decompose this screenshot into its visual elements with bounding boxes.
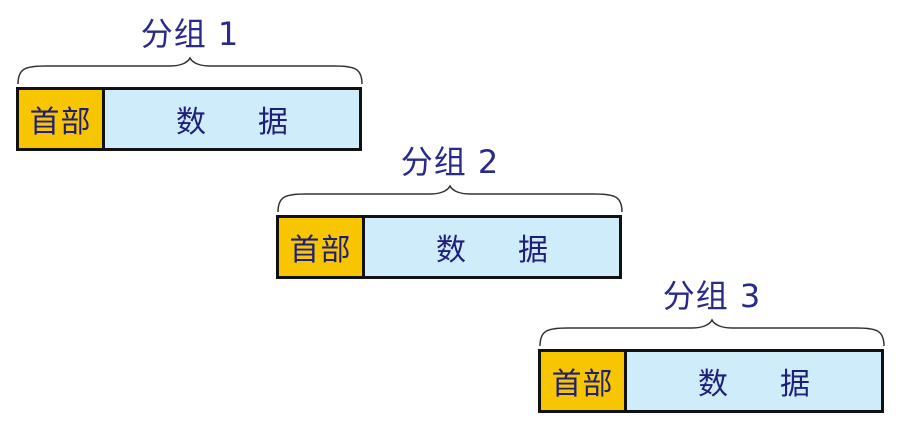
packet-group-2: 分组 2 首部 数据 (276, 140, 624, 285)
packet-label: 分组 3 (662, 277, 762, 315)
packet-label: 分组 2 (400, 143, 500, 181)
packet-header: 首部 (279, 218, 365, 276)
packet-data: 数据 (105, 90, 359, 148)
curly-brace-icon (277, 184, 623, 213)
packet-frame: 首部 数据 (16, 87, 362, 151)
packet-header: 首部 (541, 352, 627, 410)
packet-data-text: 数据 (436, 233, 600, 268)
packet-data: 数据 (627, 352, 881, 410)
packet-label: 分组 1 (140, 15, 240, 53)
packet-frame: 首部 数据 (538, 349, 884, 413)
packet-frame: 首部 数据 (276, 215, 622, 279)
packet-group-3: 分组 3 首部 数据 (538, 274, 886, 419)
packet-data: 数据 (365, 218, 619, 276)
packet-group-1: 分组 1 首部 数据 (16, 12, 364, 157)
curly-brace-icon (539, 318, 885, 347)
curly-brace-icon (17, 56, 363, 85)
packet-header: 首部 (19, 90, 105, 148)
packet-data-text: 数据 (698, 367, 862, 402)
packet-data-text: 数据 (176, 105, 340, 140)
